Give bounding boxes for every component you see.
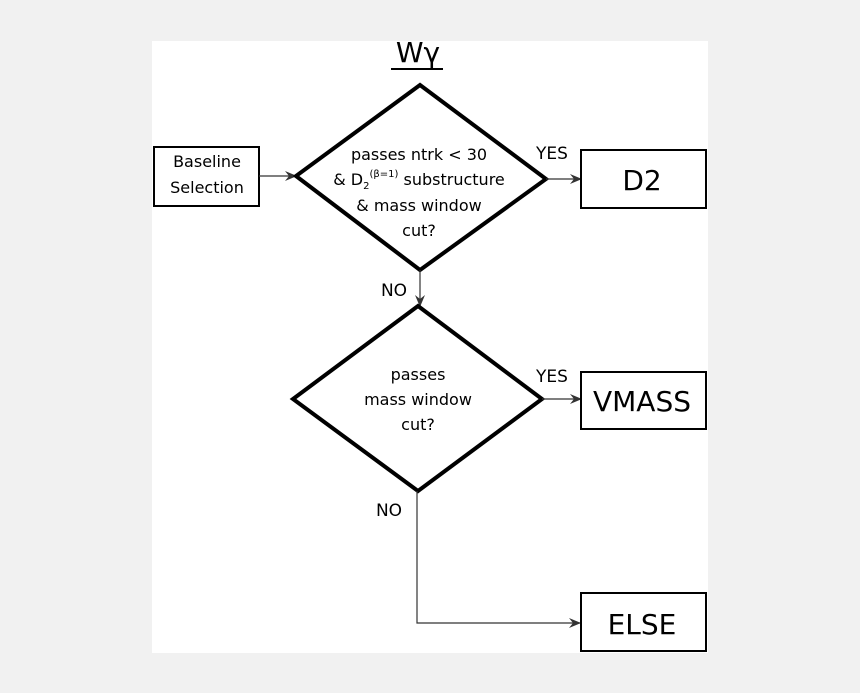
no-label-2: NO [376,501,402,521]
decision2-diamond [289,303,546,494]
else-label: ELSE [608,608,677,641]
d2-label: D2 [622,164,661,197]
arrow-decision2-to-else [416,491,581,628]
baseline-selection-box [153,146,260,207]
yes-label-2: YES [535,367,568,387]
decision2-line1: passes [391,365,446,384]
decision1-line2-sub: 2 [363,181,369,192]
vmass-box [580,371,707,430]
decision1-line3: & mass window [356,196,481,215]
decision1-line2-post: substructure [398,170,504,189]
diagram-title: Wγ [396,36,440,69]
else-box [580,592,707,652]
baseline-label-line2: Selection [170,178,244,197]
decision2-line2: mass window [364,390,472,409]
vmass-label: VMASS [593,385,691,418]
decision1-line2-sup: (β=1) [370,169,399,180]
no-label-1: NO [381,281,407,301]
decision1-line2-pre: & D [333,170,363,189]
decision2-line3: cut? [401,415,435,434]
decision1-line2: & D2(β=1) substructure [333,169,505,192]
decision1-line4: cut? [402,221,436,240]
baseline-label-line1: Baseline [173,152,241,171]
d2-box [580,149,707,209]
decision1-line1: passes ntrk < 30 [351,145,487,164]
yes-label-1: YES [535,144,568,164]
